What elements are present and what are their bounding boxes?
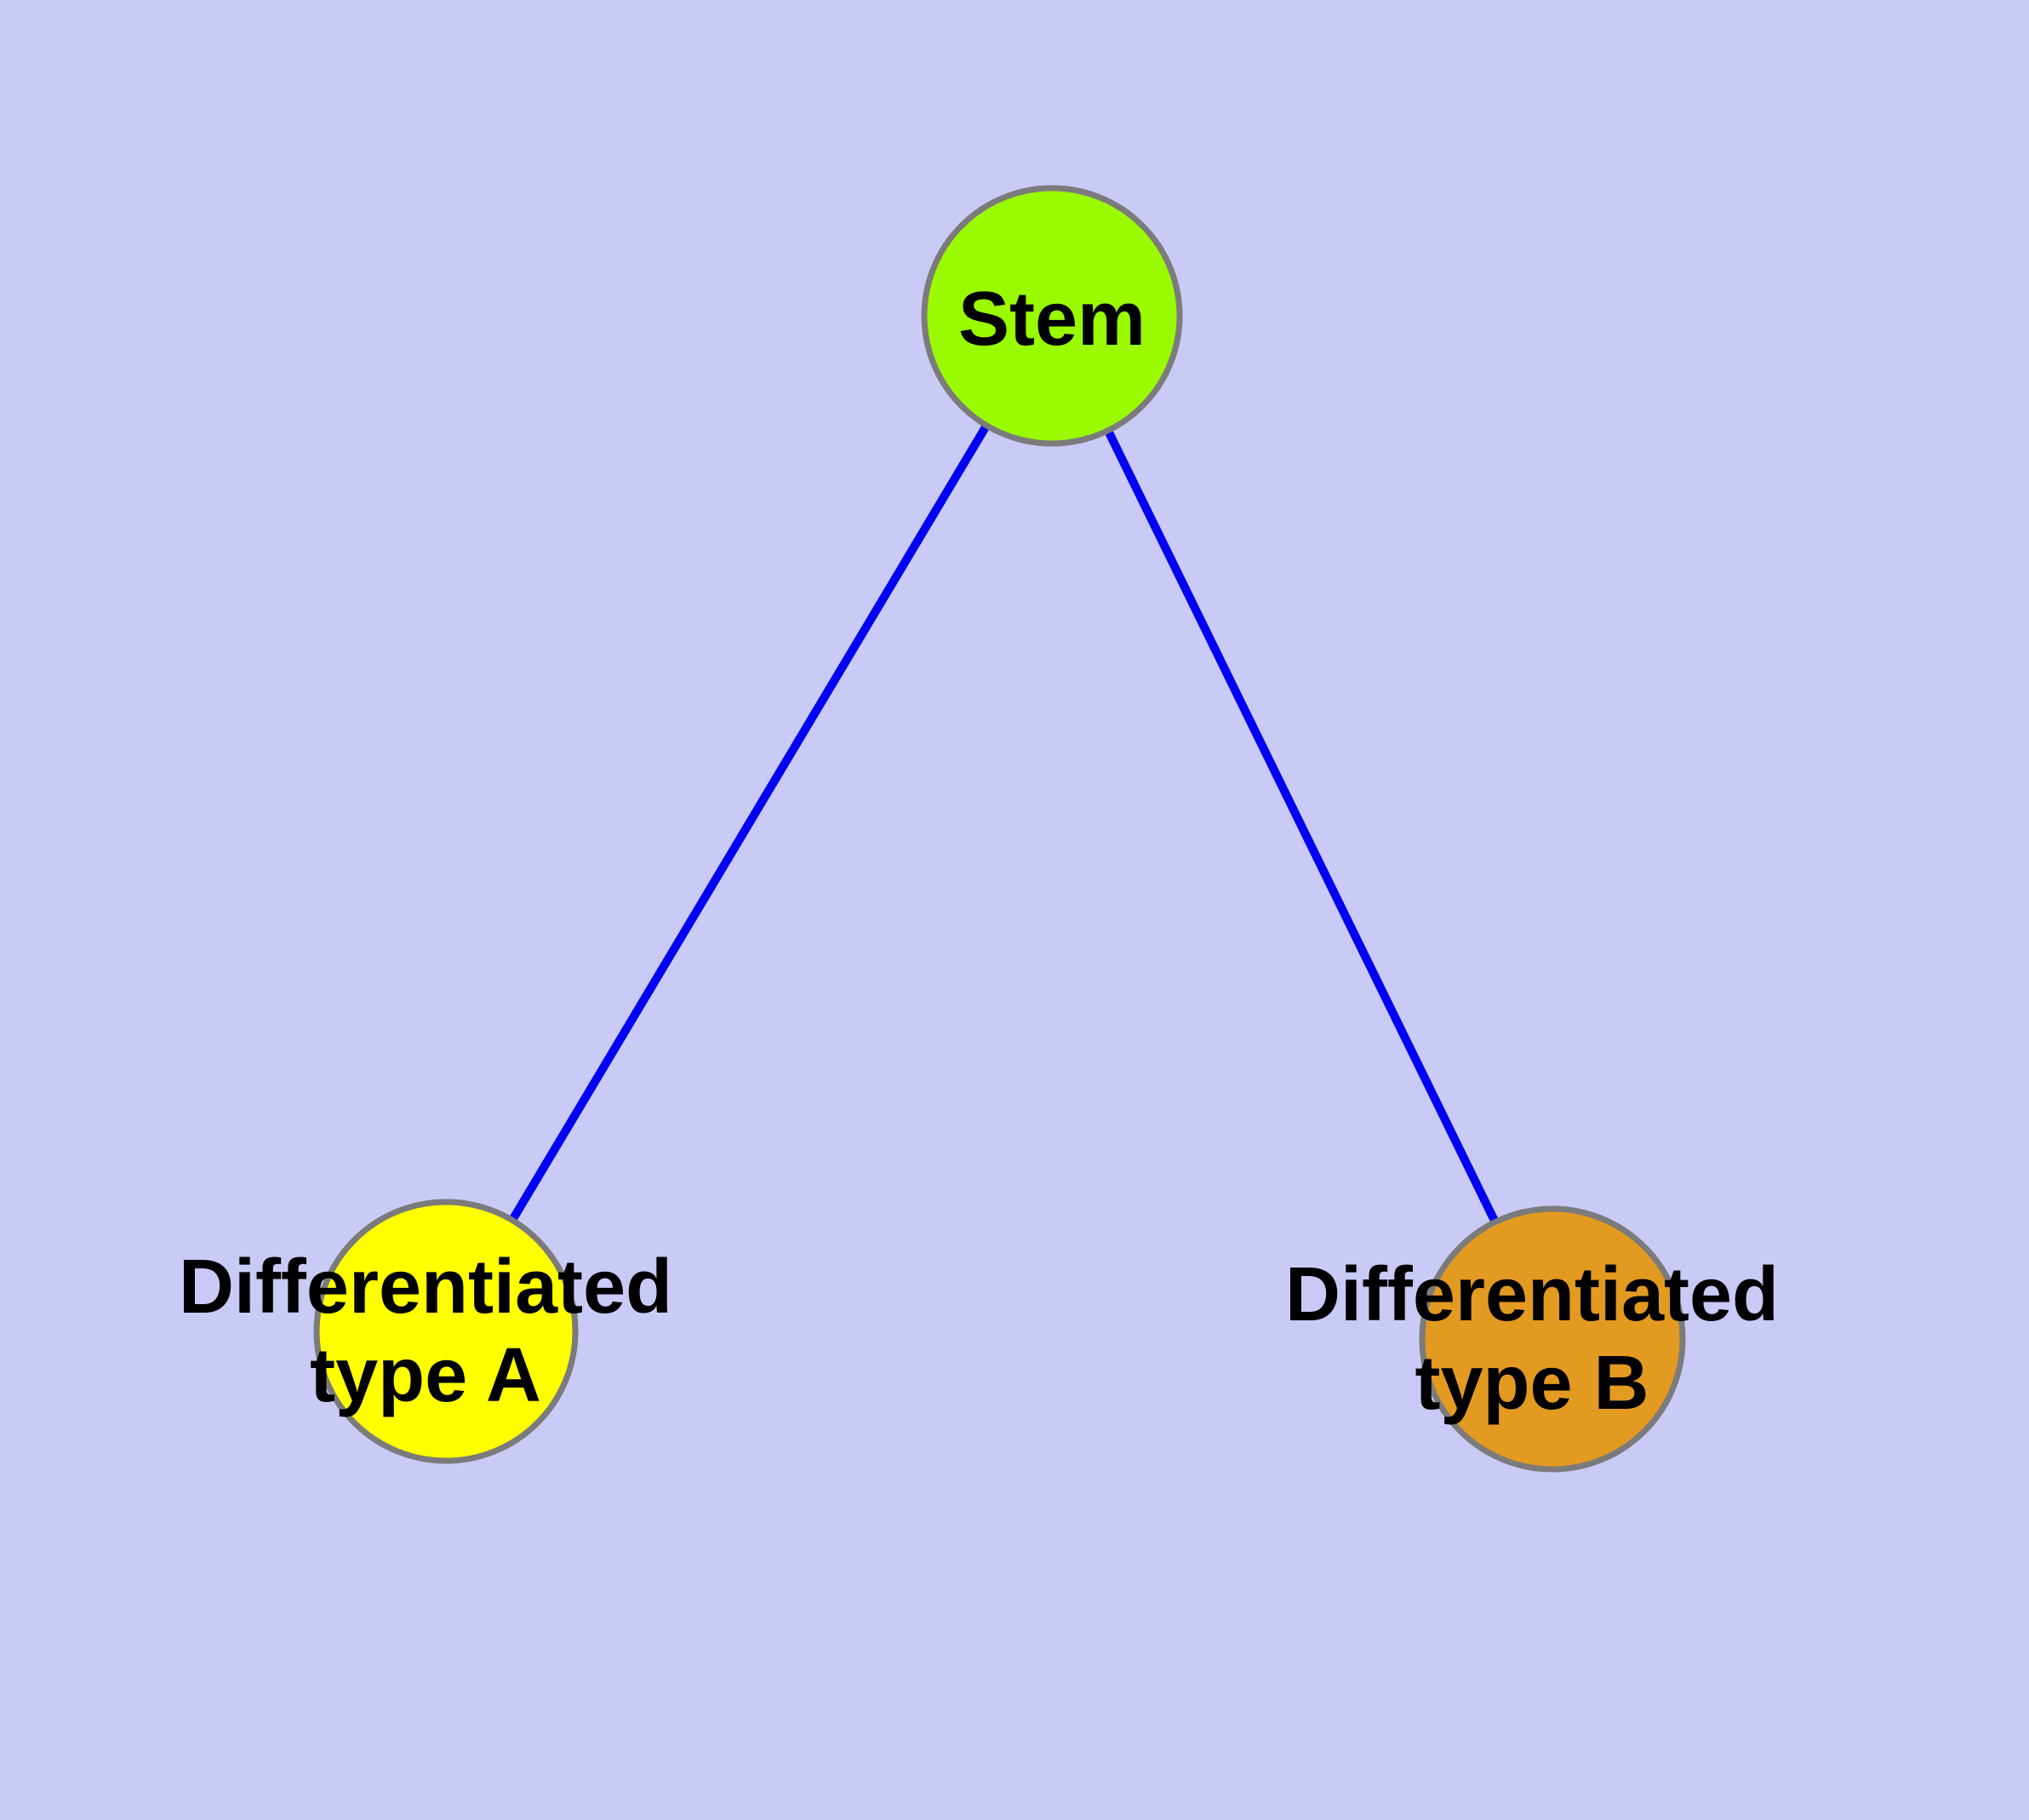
stem-label: Stem xyxy=(958,277,1146,362)
type-b-node xyxy=(1419,1205,1686,1473)
type-b-label-line1: Differentiated xyxy=(1285,1252,1779,1337)
stem-node xyxy=(921,185,1183,447)
edge-stem-to-type-a xyxy=(442,313,1056,1334)
type-a-label-line1: Differentiated xyxy=(179,1245,672,1330)
type-a-label-line2: type A xyxy=(310,1333,541,1418)
type-a-node xyxy=(313,1199,579,1464)
edge-stem-to-type-b xyxy=(1048,313,1557,1342)
type-b-label-line2: type B xyxy=(1415,1341,1649,1426)
